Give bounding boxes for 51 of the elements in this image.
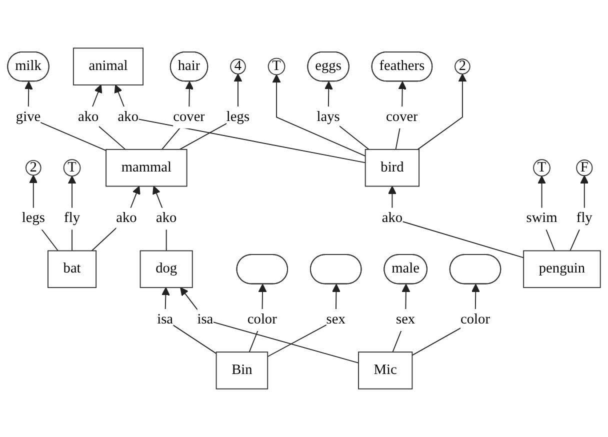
node-box: dog [140,250,193,288]
node-box: mammal [106,148,188,187]
node-box: animal [72,48,144,86]
arrow [324,81,370,150]
arrow [68,176,76,252]
node-circle: 4 [230,58,246,74]
arrow [29,174,58,252]
arrow [267,284,340,358]
edge-label: ako [156,210,177,226]
node-box: penguin [523,250,601,288]
edge-label: color [460,312,490,328]
node-circle: F [576,160,593,176]
edge-label: cover [173,109,205,125]
edge-label: give [16,109,41,125]
node-circle: 2 [26,160,42,176]
edge-label: color [247,312,277,328]
arrow [388,186,524,258]
edge-label: legs [226,109,250,125]
edge-label: fly [576,210,592,226]
node-box: Bin [216,352,268,390]
edge-label: ako [382,210,403,226]
arrow [417,74,467,150]
edge-label: ako [116,210,137,226]
edge-label: isa [157,312,174,328]
arrow [570,175,589,252]
node-circle: T [268,58,286,76]
edge-label: legs [22,210,45,226]
arrow [91,186,140,252]
arrow [179,74,242,150]
arrow [162,287,217,354]
arrow [272,74,366,157]
edge-label: isa [197,312,214,328]
node-box: bird [364,148,420,187]
node-circle: 2 [454,58,470,74]
node-box: Mic [358,352,413,390]
edge-label: ako [118,109,139,125]
arrow [114,84,366,164]
edge-label: lays [316,109,340,125]
edge-label: ako [78,109,99,125]
node-circle: T [63,159,81,177]
arrow [24,81,107,152]
edge-label: sex [326,312,346,328]
node-box: bat [48,250,97,288]
edge-label: fly [64,210,80,226]
edge-label: sex [396,312,416,328]
arrow [180,287,359,364]
edge-label: swim [526,210,558,226]
arrow [392,284,410,353]
arrow [152,186,167,252]
node-circle: T [533,159,550,177]
edge-label: cover [386,109,418,125]
